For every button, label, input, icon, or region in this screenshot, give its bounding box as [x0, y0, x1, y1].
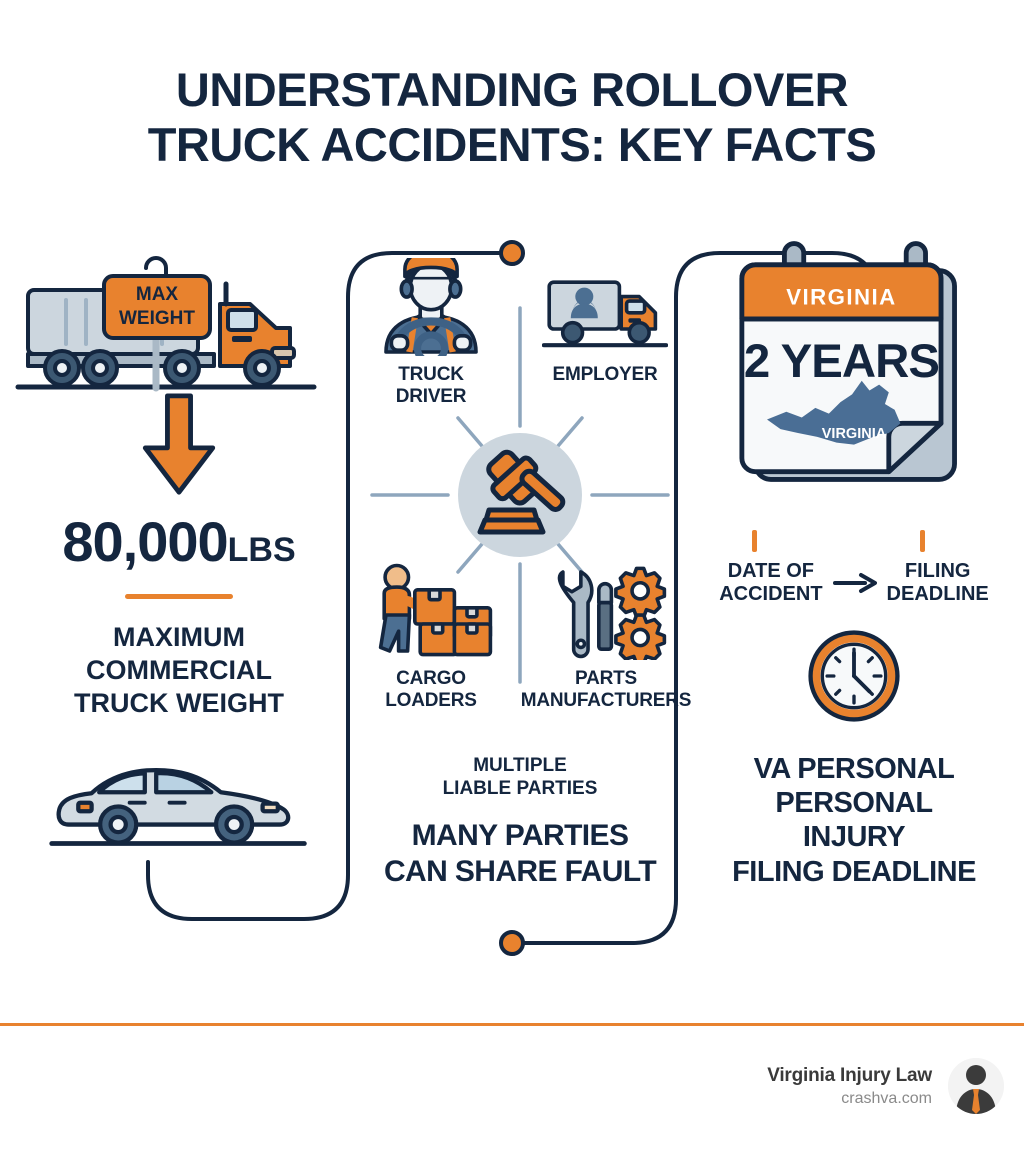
- party-truck-driver: TRUCK DRIVER: [356, 256, 506, 408]
- party-label-line-2: LOADERS: [385, 689, 477, 711]
- flow-to-label: FILING DEADLINE: [887, 560, 989, 606]
- deadline-line-4: FILING DEADLINE: [732, 855, 976, 888]
- arrow-right-icon: [832, 573, 877, 593]
- column-liable-parties: TRUCK DRIVER: [350, 230, 691, 890]
- column-max-weight: MAX WEIGHT 80,000LBS MAXIMUM COMMERCIAL …: [14, 230, 344, 864]
- virginia-map-shape: [767, 380, 901, 445]
- virginia-calendar-icon: VIRGINIA VIRGINIA 2 YEARS: [694, 230, 1014, 530]
- flow-from-label: DATE OF ACCIDENT: [719, 560, 822, 606]
- parts-tools-icon: [526, 560, 686, 660]
- party-label-line-1: EMPLOYER: [552, 364, 658, 385]
- subtitle-line-2: LIABLE PARTIES: [442, 778, 598, 800]
- party-cargo-loaders: CARGO LOADERS: [356, 560, 506, 712]
- party-spokes: [370, 306, 670, 684]
- calendar-header: VIRGINIA: [786, 284, 896, 309]
- down-arrow-icon: [14, 392, 344, 503]
- max-weight-sign-icon: MAX WEIGHT: [102, 274, 212, 340]
- clock-icon: [694, 628, 1014, 728]
- caption-line-1: MAXIMUM: [113, 622, 245, 652]
- truck-driver-icon: [356, 256, 506, 356]
- flow-to-line-2: DEADLINE: [886, 583, 989, 605]
- sign-label-line-2: WEIGHT: [119, 308, 195, 329]
- liable-parties-headline: MANY PARTIES CAN SHARE FAULT: [350, 818, 690, 890]
- accident-to-deadline-flow: DATE OF ACCIDENT FILING DEADLINE: [694, 560, 1014, 606]
- filing-deadline-headline: VA PERSONAL PERSONAL INJURY FILING DEADL…: [694, 752, 1014, 889]
- max-weight-number: 80,000: [62, 510, 228, 573]
- flow-to-line-1: FILING: [904, 560, 971, 582]
- delivery-truck-icon: [530, 256, 680, 356]
- deadline-ticks: [694, 530, 1014, 556]
- orange-divider: [125, 594, 233, 599]
- calendar-value: 2 YEARS: [744, 335, 939, 388]
- column-filing-deadline: VIRGINIA VIRGINIA 2 YEARS DATE OF ACCIDE…: [694, 230, 1014, 889]
- party-label-line-1: TRUCK: [398, 364, 464, 385]
- footer-text: Virginia Injury Law crashva.com: [767, 1065, 932, 1108]
- flow-from-line-1: DATE OF: [727, 560, 815, 582]
- connector-dot-bottom: [499, 930, 525, 956]
- caption-line-2: COMMERCIAL: [86, 654, 272, 685]
- party-label: EMPLOYER: [530, 364, 680, 386]
- sign-label-line-1: MAX: [136, 284, 179, 305]
- party-label: TRUCK DRIVER: [356, 364, 506, 408]
- page-title-line-2: TRUCK ACCIDENTS: KEY FACTS: [147, 118, 877, 172]
- semi-truck-illustration: MAX WEIGHT: [14, 248, 344, 398]
- page-title: UNDERSTANDING ROLLOVER TRUCK ACCIDENTS: …: [0, 62, 1024, 173]
- footer-divider: [0, 1023, 1024, 1026]
- flow-from-line-2: ACCIDENT: [719, 583, 823, 605]
- gavel-icon: [455, 430, 585, 560]
- tick-left: [752, 530, 757, 552]
- calendar-map-label: VIRGINIA: [822, 426, 887, 442]
- party-label: CARGO LOADERS: [356, 668, 506, 712]
- headline-line-1: MANY PARTIES: [411, 819, 629, 853]
- deadline-line-2: PERSONAL: [775, 787, 933, 820]
- caption-line-3: TRUCK WEIGHT: [74, 687, 284, 718]
- party-label: PARTS MANUFACTURERS: [516, 668, 696, 712]
- liable-parties-subtitle: MULTIPLE LIABLE PARTIES: [350, 754, 690, 800]
- party-parts-manufacturers: PARTS MANUFACTURERS: [521, 560, 691, 712]
- liable-parties-grid: TRUCK DRIVER: [350, 230, 691, 750]
- page-title-line-1: UNDERSTANDING ROLLOVER: [175, 63, 849, 116]
- cargo-loader-icon: [356, 560, 506, 660]
- footer-site[interactable]: crashva.com: [841, 1089, 932, 1107]
- party-label-line-1: CARGO: [396, 668, 466, 689]
- party-label-line-2: DRIVER: [395, 385, 467, 407]
- max-weight-unit: LBS: [227, 531, 296, 569]
- footer: Virginia Injury Law crashva.com: [767, 1058, 1004, 1114]
- connector-dot-top: [499, 240, 525, 266]
- deadline-line-1: VA PERSONAL: [753, 753, 955, 785]
- tick-right: [920, 530, 925, 552]
- deadline-line-3: INJURY: [802, 821, 906, 854]
- businessman-avatar-icon: [948, 1058, 1004, 1114]
- party-employer: EMPLOYER: [530, 256, 680, 386]
- party-label-line-1: PARTS: [575, 668, 637, 689]
- max-weight-caption: MAXIMUM COMMERCIAL TRUCK WEIGHT: [14, 621, 344, 720]
- footer-brand: Virginia Injury Law: [767, 1064, 932, 1086]
- headline-line-2: CAN SHARE FAULT: [383, 855, 657, 889]
- sedan-car-icon: [14, 754, 344, 864]
- subtitle-line-1: MULTIPLE: [473, 755, 567, 776]
- max-weight-value: 80,000LBS: [14, 509, 344, 574]
- party-label-line-2: MANUFACTURERS: [520, 689, 692, 711]
